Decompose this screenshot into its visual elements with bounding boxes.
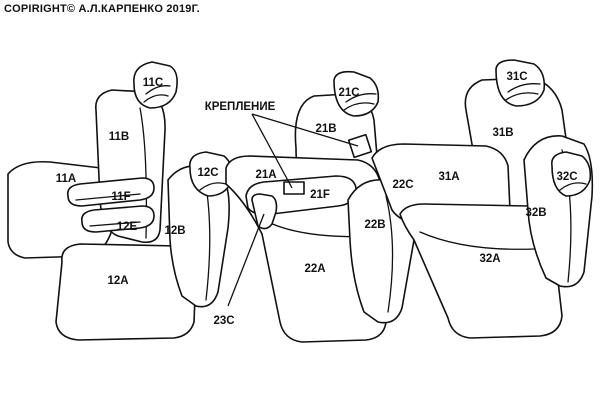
part-labels: КРЕПЛЕНИЕ 11C 11B 11A 11F 12E 12B 12C 12…: [56, 71, 578, 327]
leader-lines: [227, 113, 359, 307]
label-12c: 12C: [197, 167, 218, 179]
seat-group-middle: [225, 70, 430, 343]
label-32b: 32B: [525, 207, 546, 219]
seat-group-left: [7, 61, 234, 341]
mount-marker-21b: [347, 133, 373, 159]
part-21c-headrest: [333, 70, 380, 117]
label-21a: 21A: [255, 169, 276, 181]
label-12e: 12E: [117, 221, 138, 233]
copyright-notice: COPIRIGHT© А.Л.КАРПЕНКО 2019Г.: [4, 3, 200, 15]
label-32a: 32A: [479, 253, 500, 265]
label-11a: 11A: [56, 173, 76, 185]
leader-mount-21b: [251, 113, 359, 147]
mount-marker-21f: [283, 181, 305, 195]
part-12a-cushion: [55, 243, 197, 341]
part-31c-headrest: [495, 59, 546, 107]
label-31c: 31C: [506, 71, 527, 83]
label-22c: 22C: [392, 179, 413, 191]
label-12a: 12A: [107, 275, 128, 287]
seat-group-right: [371, 59, 594, 339]
label-11b: 11B: [109, 131, 129, 143]
label-11c: 11C: [143, 77, 163, 89]
part-11c-headrest: [133, 61, 178, 109]
label-31a: 31A: [438, 171, 459, 183]
part-23c-pad: [251, 193, 278, 230]
label-32c: 32C: [556, 171, 577, 183]
part-32c-headrest: [550, 151, 592, 197]
label-21b: 21B: [315, 123, 336, 135]
leader-23c: [227, 213, 265, 307]
annotation-label: КРЕПЛЕНИЕ: [205, 101, 276, 113]
label-22a: 22A: [304, 263, 325, 275]
label-11f: 11F: [111, 191, 130, 203]
leader-mount-21f: [251, 113, 293, 189]
label-21c: 21C: [338, 87, 359, 99]
label-21f: 21F: [310, 189, 330, 201]
label-12b: 12B: [164, 225, 185, 237]
part-32a-cushion: [399, 203, 563, 339]
label-23c: 23C: [213, 315, 234, 327]
label-31b: 31B: [492, 127, 513, 139]
label-22b: 22B: [364, 219, 385, 231]
